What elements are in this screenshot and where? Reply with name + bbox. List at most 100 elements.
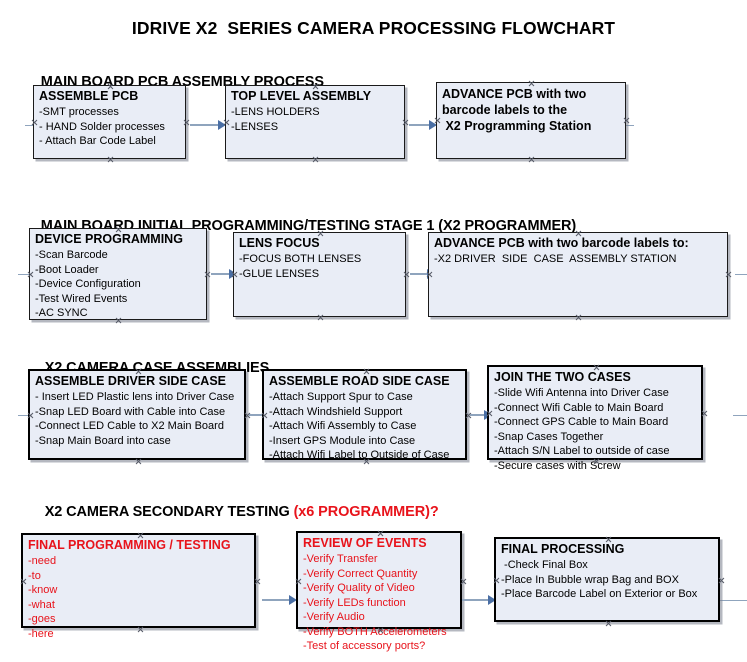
box-final-processing[interactable]: FINAL PROCESSING -Check Final Box -Place… — [494, 537, 720, 622]
resize-handle-bottom[interactable] — [107, 156, 114, 163]
box-line: -Secure cases with Screw — [494, 459, 621, 472]
box-line: -Slide Wifi Antenna into Driver Case — [494, 387, 669, 399]
arrow-head-icon — [429, 120, 437, 130]
resize-handle-right[interactable] — [460, 578, 467, 585]
arrow-assemble-pcb-to-top-level — [190, 120, 226, 130]
arrow-shaft — [409, 124, 431, 126]
box-advance-pcb-driver-side[interactable]: ADVANCE PCB with two barcode labels to: … — [428, 232, 728, 317]
resize-handle-right[interactable] — [725, 271, 732, 278]
box-line: barcode labels to the — [442, 103, 568, 117]
guide-line — [18, 274, 30, 275]
box-line: -SMT processes — [39, 106, 119, 118]
box-content: ADVANCE PCB with two barcode labels to t… — [442, 86, 623, 134]
box-line: -Device Configuration — [35, 278, 141, 290]
box-content: FINAL PROCESSING -Check Final Box -Place… — [501, 542, 716, 602]
arrow-top-level-to-advance-pcb — [409, 120, 437, 130]
resize-handle-left[interactable] — [493, 577, 500, 584]
resize-handle-right[interactable] — [701, 410, 708, 417]
box-lens-focus[interactable]: LENS FOCUS -FOCUS BOTH LENSES -GLUE LENS… — [233, 232, 406, 317]
box-line: -Attach Wifi Label to Outside of Case — [269, 449, 450, 461]
arrow-head-icon — [218, 120, 226, 130]
box-line: -LENS HOLDERS — [231, 106, 320, 118]
resize-handle-bottom[interactable] — [317, 314, 324, 321]
guide-line — [18, 415, 30, 416]
box-line: -Verify Quality of Video — [303, 582, 415, 594]
box-line: -Verify Transfer — [303, 553, 378, 565]
box-line: -need — [28, 555, 57, 567]
box-final-programming-testing[interactable]: FINAL PROGRAMMING / TESTING -need -to -k… — [20, 533, 256, 640]
page-title: IDRIVE X2 SERIES CAMERA PROCESSING FLOWC… — [131, 18, 616, 38]
resize-handle-left[interactable] — [261, 412, 268, 419]
resize-handle-left[interactable] — [27, 412, 34, 419]
box-advance-pcb-programming[interactable]: ADVANCE PCB with two barcode labels to t… — [436, 82, 626, 159]
box-line: -Test Wired Events — [35, 292, 128, 305]
box-line: X2 Programming Station — [442, 119, 592, 133]
box-assemble-driver-side-case[interactable]: ASSEMBLE DRIVER SIDE CASE - Insert LED P… — [28, 369, 246, 460]
box-title: REVIEW OF EVENTS — [303, 536, 427, 550]
box-line: -Attach Wifi Assembly to Case — [269, 420, 417, 432]
box-content: ASSEMBLE ROAD SIDE CASE -Attach Support … — [269, 374, 463, 463]
box-line: -Attach Windshield Support — [269, 405, 403, 418]
box-line: -Insert GPS Module into Case — [269, 434, 416, 447]
box-join-the-two-cases[interactable]: JOIN THE TWO CASES -Slide Wifi Antenna i… — [486, 365, 703, 472]
box-content: ASSEMBLE DRIVER SIDE CASE - Insert LED P… — [35, 374, 242, 448]
box-line: -GLUE LENSES — [239, 267, 320, 280]
box-content: TOP LEVEL ASSEMBLY -LENS HOLDERS -LENSES — [231, 89, 402, 134]
box-assemble-road-side-case[interactable]: ASSEMBLE ROAD SIDE CASE -Attach Support … — [261, 369, 467, 463]
resize-handle-right[interactable] — [403, 271, 410, 278]
box-line: -Place In Bubble wrap Bag and BOX — [501, 573, 679, 586]
box-line: -Boot Loader — [35, 263, 99, 276]
box-content: FINAL PROGRAMMING / TESTING -need -to -k… — [28, 538, 252, 641]
box-line: -to — [28, 569, 41, 582]
guide-line — [733, 415, 747, 416]
resize-handle-left[interactable] — [295, 578, 302, 585]
box-line: -Connect Wifi Cable to Main Board — [494, 401, 664, 414]
box-line: -Attach Support Spur to Case — [269, 391, 413, 403]
box-line: - HAND Solder processes — [39, 120, 165, 133]
section-header-text: X2 CAMERA SECONDARY TESTING — [44, 504, 294, 520]
resize-handle-right[interactable] — [183, 119, 190, 126]
resize-handle-right[interactable] — [254, 578, 261, 585]
box-content: DEVICE PROGRAMMING -Scan Barcode -Boot L… — [35, 232, 204, 321]
resize-handle-left[interactable] — [20, 578, 27, 585]
box-line: -goes — [28, 613, 56, 625]
box-review-of-events[interactable]: REVIEW OF EVENTS -Verify Transfer -Verif… — [295, 531, 462, 652]
guide-line — [719, 600, 747, 601]
box-line: -what — [28, 598, 55, 611]
box-line: -Attach S/N Label to outside of case — [494, 445, 670, 457]
resize-handle-bottom[interactable] — [605, 620, 612, 627]
arrow-shaft — [410, 273, 429, 275]
resize-handle-right[interactable] — [718, 577, 725, 584]
box-title: FINAL PROGRAMMING / TESTING — [28, 538, 231, 552]
box-line: -know — [28, 584, 58, 596]
resize-handle-bottom[interactable] — [135, 458, 142, 465]
box-line: -Verify Correct Quantity — [303, 567, 418, 580]
box-assemble-pcb[interactable]: ASSEMBLE PCB -SMT processes - HAND Solde… — [33, 85, 186, 159]
box-line: -Check Final Box — [501, 559, 588, 571]
box-content: ASSEMBLE PCB -SMT processes - HAND Solde… — [39, 89, 183, 149]
resize-handle-right[interactable] — [402, 119, 409, 126]
resize-handle-left[interactable] — [486, 410, 493, 417]
box-line: -LENSES — [231, 120, 279, 133]
box-line: ADVANCE PCB with two — [442, 87, 587, 101]
resize-handle-right[interactable] — [623, 117, 630, 124]
arrow-final-programming-to-review — [262, 595, 297, 605]
box-title: JOIN THE TWO CASES — [494, 370, 631, 384]
section-header-secondary-testing: X2 CAMERA SECONDARY TESTING (x6 PROGRAMM… — [29, 488, 439, 536]
arrow-shaft — [249, 414, 267, 416]
resize-handle-bottom[interactable] — [528, 156, 535, 163]
box-title: ASSEMBLE ROAD SIDE CASE — [269, 374, 450, 388]
resize-handle-right[interactable] — [204, 271, 211, 278]
resize-handle-bottom[interactable] — [575, 314, 582, 321]
guide-line — [735, 274, 747, 275]
box-line: -Snap Main Board into case — [35, 434, 171, 447]
box-device-programming[interactable]: DEVICE PROGRAMMING -Scan Barcode -Boot L… — [29, 228, 207, 320]
box-line: -AC SYNC — [35, 307, 88, 319]
box-line: -FOCUS BOTH LENSES — [239, 253, 362, 265]
box-title: ADVANCE PCB with two barcode labels to: — [434, 236, 689, 250]
box-line: -Connect GPS Cable to Main Board — [494, 416, 669, 428]
box-top-level-assembly[interactable]: TOP LEVEL ASSEMBLY -LENS HOLDERS -LENSES — [225, 85, 405, 159]
box-title: FINAL PROCESSING — [501, 542, 625, 556]
arrow-head-icon — [289, 595, 297, 605]
resize-handle-bottom[interactable] — [312, 156, 319, 163]
